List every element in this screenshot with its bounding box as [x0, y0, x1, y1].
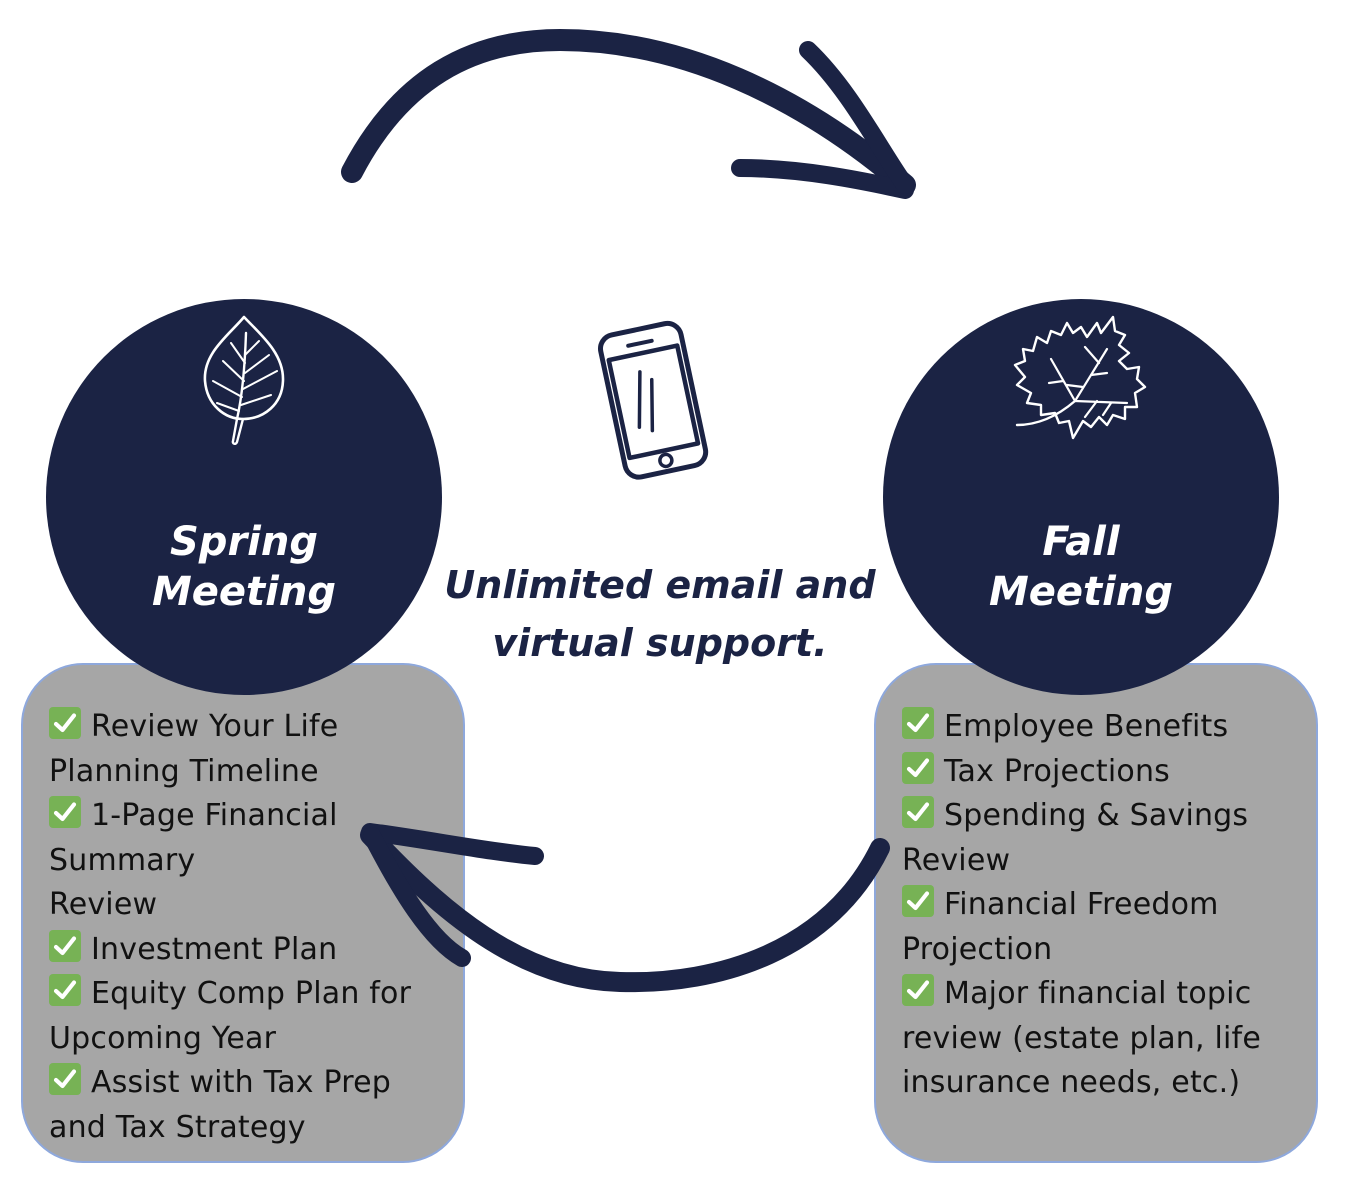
- checkmark-icon: [49, 929, 81, 962]
- checkmark-icon: [902, 707, 934, 739]
- fall-meeting-circle: Fall Meeting: [883, 299, 1279, 695]
- spring-meeting-circle: Spring Meeting: [46, 299, 442, 695]
- checklist-item: Investment Plan: [49, 928, 443, 973]
- checkmark-icon: [902, 974, 934, 1006]
- checkmark-icon: [49, 974, 81, 1006]
- fall-checklist: Employee Benefits Tax Projections Spendi…: [902, 705, 1296, 1106]
- checkmark-icon: [49, 796, 81, 828]
- spring-meeting-title: Spring Meeting: [151, 519, 336, 615]
- checklist-item: Employee Benefits: [902, 705, 1296, 750]
- fall-meeting-title: Fall Meeting: [988, 519, 1173, 615]
- smartphone-icon: [590, 318, 715, 487]
- fall-checklist-card: Employee Benefits Tax Projections Spendi…: [874, 663, 1318, 1163]
- curved-arrow-right-icon: [341, 29, 916, 199]
- checklist-item: Tax Projections: [902, 750, 1296, 795]
- checkmark-icon: [49, 1063, 81, 1095]
- checkmark-icon: [902, 751, 934, 784]
- checkmark-icon: [902, 796, 934, 828]
- support-message: Unlimited email and virtual support.: [444, 563, 876, 665]
- checkmark-icon: [49, 707, 81, 739]
- maple-leaf-icon: [1011, 313, 1151, 447]
- checkmark-icon: [902, 885, 934, 917]
- leaf-icon: [199, 313, 289, 457]
